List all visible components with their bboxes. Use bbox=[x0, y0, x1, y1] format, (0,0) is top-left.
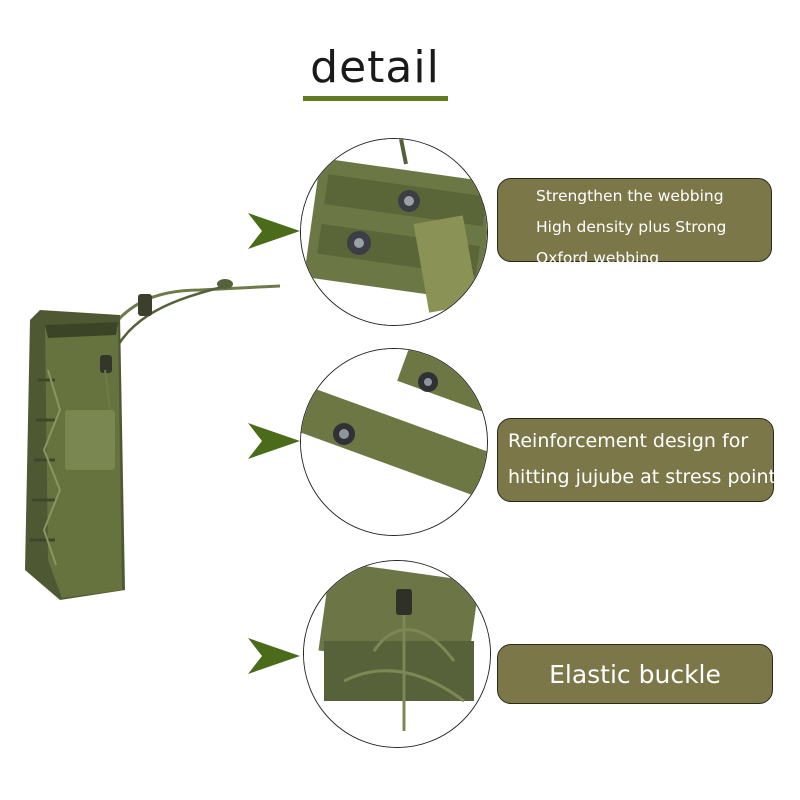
reinforcement-label: Reinforcement design for hitting jujube … bbox=[497, 418, 776, 502]
title-underline bbox=[303, 96, 448, 101]
pouch-product-image bbox=[0, 260, 300, 620]
reinforcement-detail-image bbox=[300, 348, 488, 536]
webbing-detail-image bbox=[300, 138, 488, 326]
reinforcement-label-line-1: Reinforcement design for bbox=[508, 430, 749, 452]
webbing-label-line-2: High density plus Strong bbox=[536, 218, 727, 236]
reinforcement-label-line-2: hitting jujube at stress point bbox=[508, 466, 776, 488]
webbing-label-line-1: Strengthen the webbing bbox=[536, 187, 724, 205]
webbing-label: Strengthen the webbing High density plus… bbox=[497, 178, 772, 267]
page-title: detail bbox=[310, 42, 440, 93]
arrow-1-icon bbox=[248, 213, 300, 249]
elastic-buckle-label: Elastic buckle bbox=[497, 644, 773, 704]
elastic-buckle-detail-image bbox=[303, 560, 491, 748]
arrow-3-icon bbox=[248, 638, 300, 674]
webbing-label-line-3: Oxford webbing bbox=[536, 249, 660, 267]
arrow-2-icon bbox=[248, 423, 300, 459]
elastic-buckle-label-line-1: Elastic buckle bbox=[549, 659, 721, 689]
